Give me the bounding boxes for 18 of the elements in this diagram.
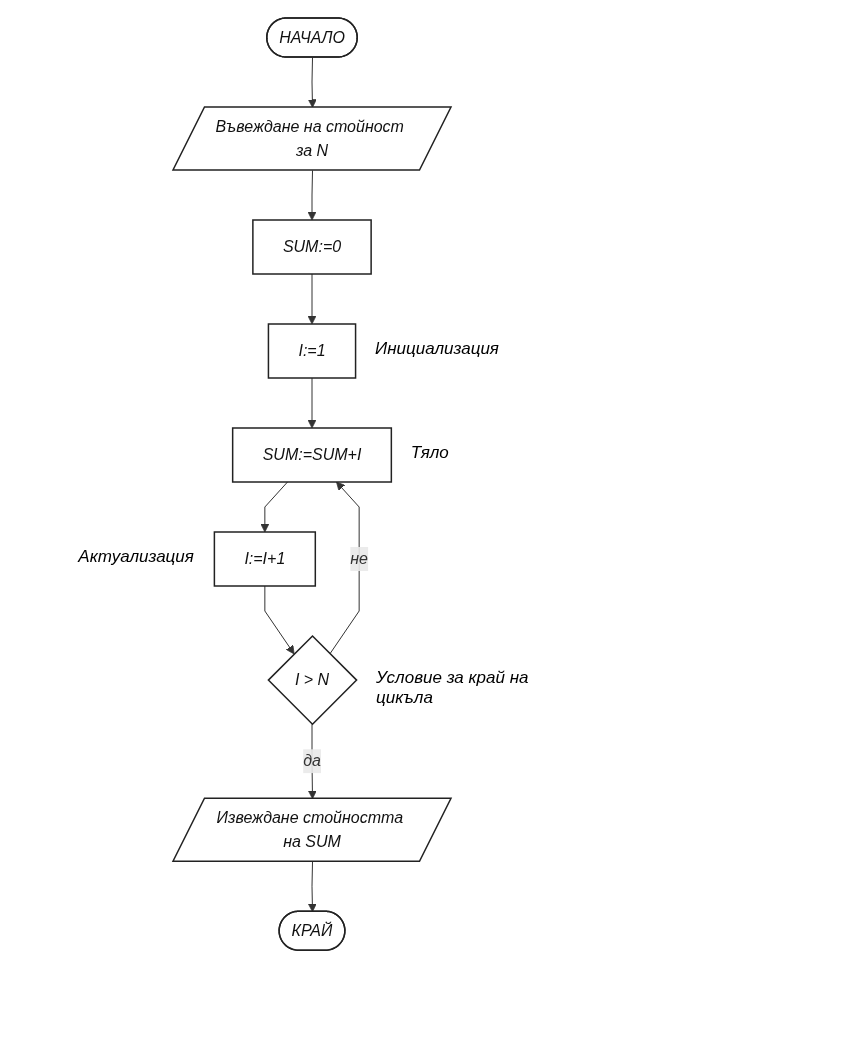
arrow: [307, 273, 316, 325]
step-annotation: Условие за край на цикъла: [376, 668, 530, 709]
arrow: [307, 861, 317, 913]
arrow: [259, 481, 288, 533]
step-annotation: Тяло: [410, 443, 450, 463]
arrow: [328, 481, 360, 655]
arrow: [307, 377, 316, 429]
arrow: [307, 57, 317, 108]
edge-label: да: [302, 752, 321, 770]
node-box: SUM:=SUM+I: [231, 427, 392, 483]
node-diamond: I > N: [266, 634, 358, 726]
arrow: [263, 585, 294, 655]
node-box: I:=I+1: [213, 531, 316, 587]
edge-label: не: [349, 550, 368, 567]
node-box: I:=1: [267, 323, 356, 379]
step-annotation: Актуализация: [76, 547, 194, 567]
step-annotation: Инициализация: [375, 339, 500, 359]
node-box: SUM:=0: [251, 219, 372, 275]
